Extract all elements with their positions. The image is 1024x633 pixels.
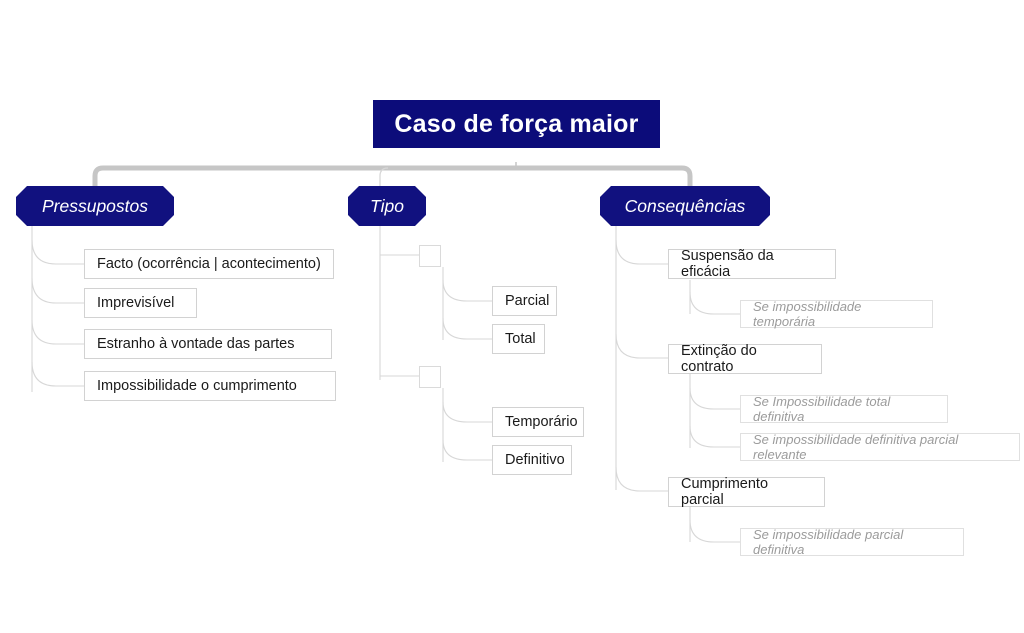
connector-main-bracket bbox=[92, 165, 693, 191]
category-label-tipo: Tipo bbox=[370, 195, 404, 216]
connector-tipo-g2-a bbox=[442, 401, 492, 423]
leaf-label: Definitivo bbox=[505, 452, 565, 468]
leaf-consequencias-1[interactable]: Suspensão da eficácia bbox=[668, 248, 836, 280]
leaf-pressupostos-4[interactable]: Impossibilidade o cumprimento bbox=[84, 371, 336, 401]
leaf-tipo-parcial[interactable]: Parcial bbox=[492, 286, 557, 316]
leaf-pressupostos-3[interactable]: Estranho à vontade das partes bbox=[84, 329, 332, 359]
connector-pressupostos-4 bbox=[31, 361, 84, 387]
connector-pressupostos-1 bbox=[31, 239, 84, 265]
connector-note-3a bbox=[689, 519, 740, 543]
leaf-pressupostos-1[interactable]: Facto (ocorrência | acontecimento) bbox=[84, 249, 334, 279]
note-consequencias-2-1[interactable]: Se Impossibilidade total definitiva bbox=[740, 394, 948, 424]
note-label: Se impossibilidade temporária bbox=[753, 299, 862, 329]
leaf-label: Parcial bbox=[505, 293, 550, 309]
leaf-label: Temporário bbox=[505, 414, 578, 430]
connector-tipo-g1-a bbox=[442, 279, 492, 302]
root-label: Caso de força maior bbox=[394, 109, 639, 138]
connector-bracket-to-tipo bbox=[379, 167, 389, 188]
connector-consequencias-2 bbox=[615, 333, 668, 359]
leaf-label: Estranho à vontade das partes bbox=[97, 336, 295, 352]
leaf-tipo-total[interactable]: Total bbox=[492, 324, 545, 354]
leaf-consequencias-3[interactable]: Cumprimento parcial bbox=[668, 476, 825, 508]
category-label-pressupostos: Pressupostos bbox=[41, 195, 149, 216]
note-label: Se impossibilidade definitiva parcial re… bbox=[753, 432, 959, 462]
leaf-label: Suspensão da eficácia bbox=[681, 248, 774, 280]
leaf-tipo-definitivo[interactable]: Definitivo bbox=[492, 445, 572, 475]
connector-consequencias-3 bbox=[615, 466, 668, 492]
connector-stub-tipo-group-2[interactable] bbox=[419, 366, 441, 388]
connector-pressupostos-3 bbox=[31, 319, 84, 345]
leaf-label: Total bbox=[505, 331, 536, 347]
category-node-pressupostos[interactable]: Pressupostos bbox=[16, 186, 174, 226]
connector-pressupostos-2 bbox=[31, 277, 84, 304]
note-consequencias-1-1[interactable]: Se impossibilidade temporária bbox=[740, 299, 933, 329]
note-label: Se impossibilidade parcial definitiva bbox=[753, 527, 904, 557]
note-label: Se Impossibilidade total definitiva bbox=[753, 394, 891, 424]
note-consequencias-3-1[interactable]: Se impossibilidade parcial definitiva bbox=[740, 527, 964, 557]
connector-note-2a bbox=[689, 387, 740, 410]
leaf-pressupostos-2[interactable]: Imprevisível bbox=[84, 288, 197, 318]
leaf-consequencias-2[interactable]: Extinção do contrato bbox=[668, 343, 822, 375]
note-consequencias-2-2[interactable]: Se impossibilidade definitiva parcial re… bbox=[740, 432, 1020, 462]
connector-consequencias-1 bbox=[615, 239, 668, 265]
connector-stub-tipo-group-1[interactable] bbox=[419, 245, 441, 267]
leaf-label: Facto (ocorrência | acontecimento) bbox=[97, 256, 321, 272]
leaf-label: Imprevisível bbox=[97, 295, 175, 311]
root-node[interactable]: Caso de força maior bbox=[373, 100, 660, 148]
category-node-consequencias[interactable]: Consequências bbox=[600, 186, 770, 226]
connector-tipo-g2-b bbox=[442, 439, 492, 461]
connector-note-1a bbox=[689, 291, 740, 315]
leaf-label: Cumprimento parcial bbox=[681, 476, 769, 508]
leaf-tipo-temporario[interactable]: Temporário bbox=[492, 407, 584, 437]
category-label-consequencias: Consequências bbox=[624, 195, 746, 216]
connector-tipo-g1-b bbox=[442, 317, 492, 340]
connector-note-2b bbox=[689, 425, 740, 448]
leaf-label: Impossibilidade o cumprimento bbox=[97, 378, 297, 394]
leaf-label: Extinção do contrato bbox=[681, 343, 757, 375]
category-node-tipo[interactable]: Tipo bbox=[348, 186, 426, 226]
